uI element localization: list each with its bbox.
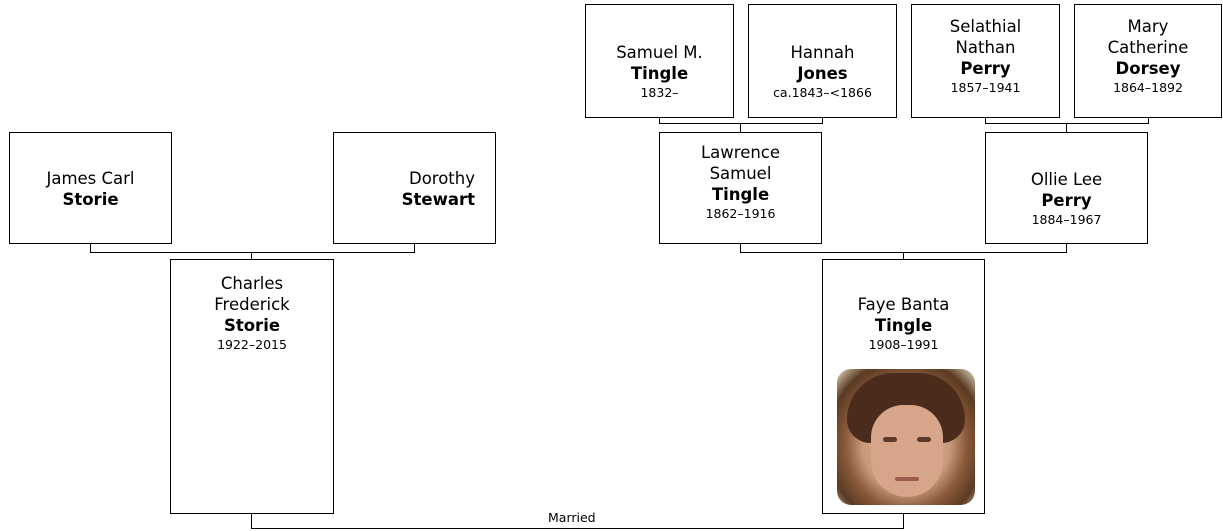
connector xyxy=(740,243,741,252)
person-card-mary-dorsey[interactable]: Mary Catherine Dorsey 1864–1892 xyxy=(1074,4,1222,118)
marriage-connector xyxy=(903,513,904,529)
connector xyxy=(740,123,741,133)
connector xyxy=(822,117,823,123)
given-name: Lawrence Samuel xyxy=(700,143,781,183)
given-name: Hannah xyxy=(790,43,855,62)
given-name: Faye Banta xyxy=(857,295,950,314)
person-card-lawrence-tingle[interactable]: Lawrence Samuel Tingle 1862–1916 xyxy=(659,132,822,244)
surname: Stewart xyxy=(401,190,475,209)
surname: Storie xyxy=(62,190,119,209)
life-dates: 1862–1916 xyxy=(705,206,776,221)
life-dates: 1908–1991 xyxy=(868,337,939,352)
connector xyxy=(659,123,823,124)
person-card-faye-tingle[interactable]: Faye Banta Tingle 1908–1991 xyxy=(822,259,985,514)
given-name: Selathial Nathan xyxy=(949,17,1022,57)
given-name: Ollie Lee xyxy=(1030,170,1103,189)
connector xyxy=(1066,243,1067,252)
connector xyxy=(985,123,1149,124)
surname: Tingle xyxy=(630,64,689,83)
surname: Perry xyxy=(960,59,1011,78)
surname: Jones xyxy=(797,64,848,83)
person-card-dorothy-stewart[interactable]: Dorothy Stewart xyxy=(333,132,496,244)
surname: Perry xyxy=(1041,191,1092,210)
marriage-connector xyxy=(251,528,904,529)
surname: Storie xyxy=(223,316,281,335)
connector xyxy=(90,243,91,252)
life-dates: 1857–1941 xyxy=(950,80,1021,95)
given-name: Charles Frederick xyxy=(214,274,290,314)
surname: Tingle xyxy=(711,185,770,204)
person-card-ollie-perry[interactable]: Ollie Lee Perry 1884–1967 xyxy=(985,132,1148,244)
person-card-hannah-jones[interactable]: Hannah Jones ca.1843–<1866 xyxy=(748,4,897,118)
connector xyxy=(1066,123,1067,133)
portrait-photo xyxy=(837,369,975,505)
person-card-samuel-tingle[interactable]: Samuel M. Tingle 1832– xyxy=(585,4,734,118)
given-name: Samuel M. xyxy=(616,43,703,62)
connector xyxy=(985,117,986,123)
life-dates: ca.1843–<1866 xyxy=(773,85,872,100)
given-name: Mary Catherine xyxy=(1107,17,1189,57)
life-dates: 1922–2015 xyxy=(217,337,287,352)
surname: Tingle xyxy=(874,316,933,335)
person-card-selathial-perry[interactable]: Selathial Nathan Perry 1857–1941 xyxy=(911,4,1060,118)
connector xyxy=(414,243,415,252)
connector xyxy=(251,252,252,259)
life-dates: 1832– xyxy=(640,85,679,100)
marriage-connector xyxy=(251,513,252,529)
surname: Dorsey xyxy=(1115,59,1181,78)
connector xyxy=(659,117,660,123)
connector xyxy=(1148,117,1149,123)
life-dates: 1884–1967 xyxy=(1031,212,1102,227)
connector xyxy=(90,252,415,253)
married-label: Married xyxy=(548,510,596,525)
given-name: James Carl xyxy=(46,169,135,188)
person-card-james-storie[interactable]: James Carl Storie xyxy=(9,132,172,244)
connector xyxy=(903,252,904,259)
person-card-charles-storie[interactable]: Charles Frederick Storie 1922–2015 xyxy=(170,259,334,514)
given-name: Dorothy xyxy=(408,169,475,188)
life-dates: 1864–1892 xyxy=(1113,80,1183,95)
